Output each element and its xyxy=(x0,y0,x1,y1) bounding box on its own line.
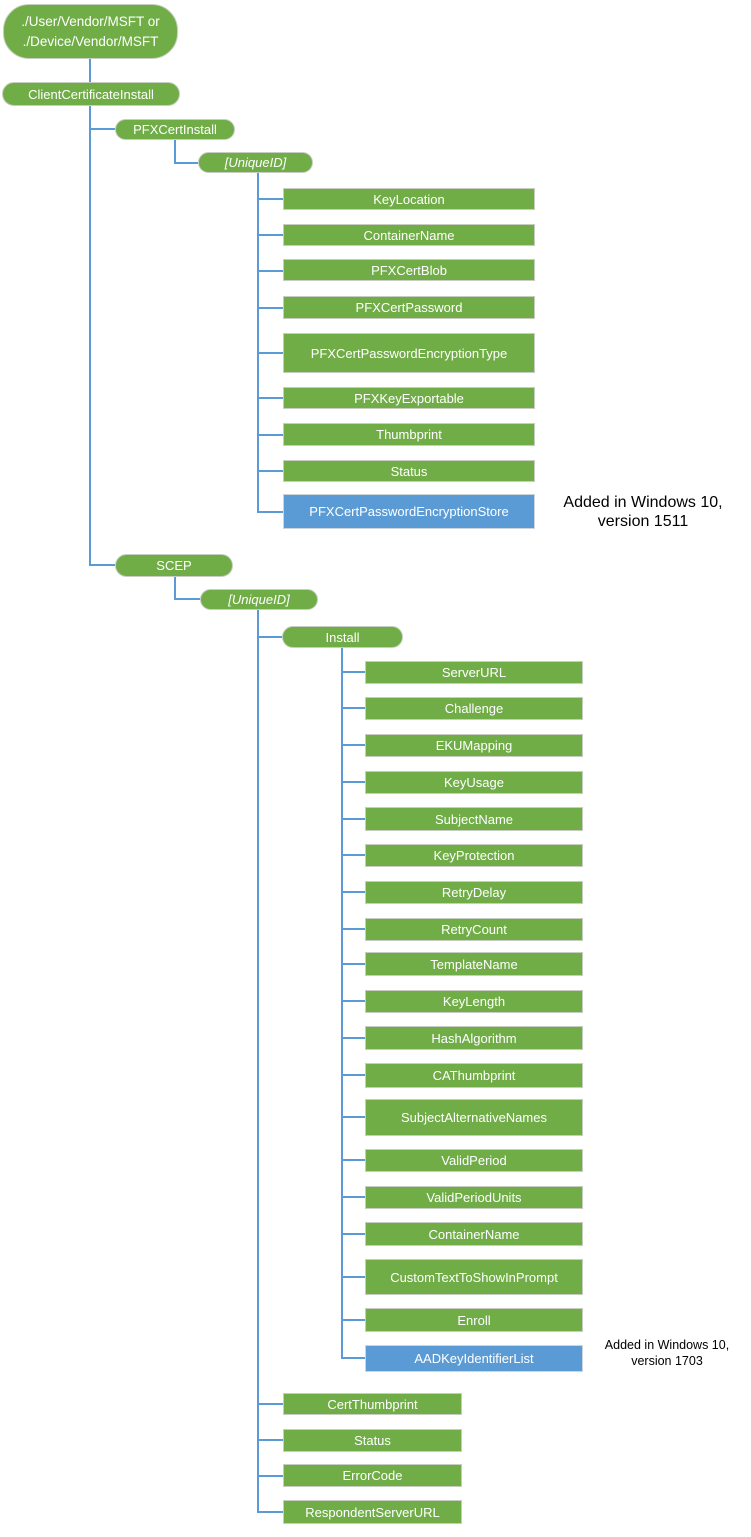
node-cathumbprint: CAThumbprint xyxy=(365,1063,583,1088)
connector-line xyxy=(257,270,283,272)
connector-line xyxy=(174,577,176,600)
root-path-line1: ./User/Vendor/MSFT or xyxy=(21,13,160,29)
node-respondentserverurl: RespondentServerURL xyxy=(283,1500,462,1524)
connector-line xyxy=(341,818,365,820)
node-pfxcertblob: PFXCertBlob xyxy=(283,259,535,281)
connector-line xyxy=(341,1319,365,1321)
connector-line xyxy=(341,1116,365,1118)
node-certthumbprint: CertThumbprint xyxy=(283,1393,462,1415)
connector-line xyxy=(341,854,365,856)
connector-line xyxy=(257,173,259,513)
connector-line xyxy=(341,744,365,746)
connector-line xyxy=(89,59,91,82)
connector-line xyxy=(341,781,365,783)
node-enroll: Enroll xyxy=(365,1308,583,1332)
node-errorcode: ErrorCode xyxy=(283,1464,462,1487)
node-thumbprint: Thumbprint xyxy=(283,423,535,446)
node-validperiod: ValidPeriod xyxy=(365,1149,583,1172)
connector-line xyxy=(257,397,283,399)
connector-line xyxy=(257,1511,283,1513)
connector-line xyxy=(341,1276,365,1278)
node-install-containername: ContainerName xyxy=(365,1222,583,1246)
connector-line xyxy=(257,610,259,1513)
node-keylength: KeyLength xyxy=(365,990,583,1013)
connector-line xyxy=(257,511,283,513)
node-scep: SCEP xyxy=(115,554,233,577)
connector-line xyxy=(89,128,115,130)
connector-line xyxy=(257,1439,283,1441)
connector-line xyxy=(341,1037,365,1039)
node-challenge: Challenge xyxy=(365,697,583,720)
node-aadkeyidentifierlist: AADKeyIdentifierList xyxy=(365,1345,583,1372)
annotation-version-1511: Added in Windows 10, version 1511 xyxy=(544,493,742,531)
node-pfxcertinstall: PFXCertInstall xyxy=(115,119,235,140)
connector-line xyxy=(257,470,283,472)
connector-line xyxy=(341,707,365,709)
annotation-version-1703: Added in Windows 10, version 1703 xyxy=(591,1337,743,1369)
connector-line xyxy=(174,598,200,600)
node-pfxkeyexportable: PFXKeyExportable xyxy=(283,387,535,409)
connector-line xyxy=(341,928,365,930)
annotation-1511-line1: Added in Windows 10, xyxy=(563,494,723,511)
connector-line xyxy=(341,1074,365,1076)
node-pfx-status: Status xyxy=(283,460,535,482)
connector-line xyxy=(89,106,91,566)
connector-line xyxy=(89,564,115,566)
connector-line xyxy=(341,1233,365,1235)
root-path-line2: ./Device/Vendor/MSFT xyxy=(22,33,159,49)
connector-line xyxy=(341,1196,365,1198)
annotation-1703-line2: version 1703 xyxy=(631,1354,703,1368)
node-templatename: TemplateName xyxy=(365,952,583,976)
connector-line xyxy=(341,1357,365,1359)
connector-line xyxy=(257,234,283,236)
connector-line xyxy=(257,636,283,638)
node-hashalgorithm: HashAlgorithm xyxy=(365,1026,583,1050)
connector-line xyxy=(174,140,176,164)
node-keylocation: KeyLocation xyxy=(283,188,535,210)
connector-line xyxy=(257,352,283,354)
node-scep-uniqueid: [UniqueID] xyxy=(200,589,318,610)
connector-line xyxy=(257,198,283,200)
connector-line xyxy=(257,1475,283,1477)
node-install: Install xyxy=(282,626,403,648)
node-clientcertificateinstall: ClientCertificateInstall xyxy=(2,82,180,106)
node-scep-status: Status xyxy=(283,1429,462,1452)
node-pfxcertpasswordencryptiontype: PFXCertPasswordEncryptionType xyxy=(283,333,535,373)
node-containername: ContainerName xyxy=(283,224,535,246)
connector-line xyxy=(341,891,365,893)
node-ekumapping: EKUMapping xyxy=(365,734,583,757)
annotation-1511-line2: version 1511 xyxy=(597,513,689,530)
node-root-path: ./User/Vendor/MSFT or ./Device/Vendor/MS… xyxy=(3,4,178,59)
node-subjectname: SubjectName xyxy=(365,807,583,831)
node-retrydelay: RetryDelay xyxy=(365,881,583,904)
node-subjectalternativenames: SubjectAlternativeNames xyxy=(365,1099,583,1136)
node-pfxcertpasswordencryptionstore: PFXCertPasswordEncryptionStore xyxy=(283,494,535,529)
connector-line xyxy=(341,648,343,1359)
node-pfxcertpassword: PFXCertPassword xyxy=(283,296,535,319)
connector-line xyxy=(341,1000,365,1002)
connector-line xyxy=(174,162,198,164)
connector-line xyxy=(257,1403,283,1405)
connector-line xyxy=(257,307,283,309)
node-keyusage: KeyUsage xyxy=(365,771,583,794)
node-customtexttoshowinprompt: CustomTextToShowInPrompt xyxy=(365,1259,583,1295)
node-validperiodunits: ValidPeriodUnits xyxy=(365,1186,583,1209)
node-pfx-uniqueid: [UniqueID] xyxy=(198,152,313,173)
node-retrycount: RetryCount xyxy=(365,918,583,941)
node-keyprotection: KeyProtection xyxy=(365,844,583,867)
connector-line xyxy=(341,671,365,673)
annotation-1703-line1: Added in Windows 10, xyxy=(604,1338,730,1352)
connector-line xyxy=(341,1159,365,1161)
connector-line xyxy=(257,434,283,436)
node-serverurl: ServerURL xyxy=(365,661,583,684)
connector-line xyxy=(341,963,365,965)
